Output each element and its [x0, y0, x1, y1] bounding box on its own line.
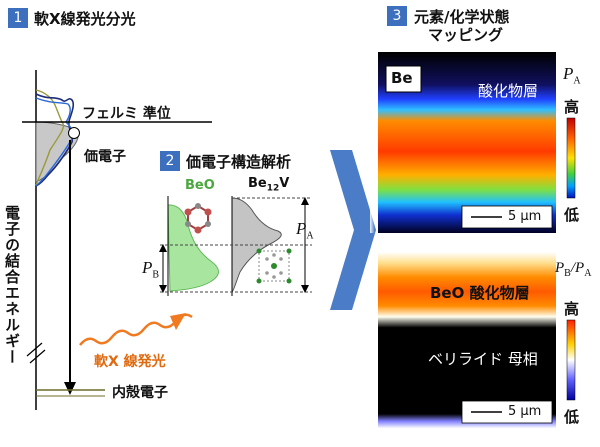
pb-label: PB — [142, 258, 159, 280]
step3-badge: 3 — [387, 6, 407, 26]
axis-break-1 — [26, 342, 43, 357]
pb-label-main: P — [142, 258, 153, 277]
be12v-label-suffix: V — [279, 176, 290, 191]
beo-molecule-icon — [184, 203, 212, 234]
beo-label: BeO — [185, 178, 215, 193]
be12v-label-main: Be — [248, 176, 267, 191]
beryllide-matrix-label: ベリライド 母相 — [428, 350, 538, 368]
step2-title: 価電子構造解析 — [186, 153, 292, 171]
pa-colorbar-title-sub: A — [573, 75, 581, 87]
pb-colorbar-title-main: P — [555, 260, 565, 276]
step3-title-line1: 元素/化学状態 — [414, 8, 510, 26]
step2-badge: 2 — [160, 151, 180, 171]
valence-label: 価電子 — [84, 149, 126, 165]
energy-axis-label: 電子の結合エネルギー — [3, 205, 21, 365]
valence-hole — [68, 127, 80, 139]
pb-colorbar-title-sub1: B — [564, 268, 571, 279]
be12v-label-sub: 12 — [266, 183, 280, 194]
pa-scale-label: 5 μm — [508, 209, 542, 224]
step3-title-line2: マッピング — [428, 26, 504, 44]
spectrum-navy — [35, 93, 75, 187]
pa-colorbar — [566, 117, 576, 199]
pa-high-label: 高 — [564, 98, 580, 116]
step1-badge: 1 — [8, 8, 28, 28]
axis-break-2 — [29, 349, 46, 364]
pa-arrow-head-up — [301, 197, 309, 205]
be-label-box — [385, 65, 422, 93]
beo-oxide-layer-label: BeO 酸化物層 — [430, 284, 530, 302]
emission-label: 軟X 線発光 — [94, 354, 166, 370]
pb-map-fade — [370, 252, 430, 432]
pa-label: PA — [296, 219, 314, 241]
pa-map-scale-box — [461, 205, 553, 229]
pa-colorbar-title: PA — [563, 64, 581, 86]
pa-label-sub: A — [306, 230, 314, 242]
be12v-crystal-icon — [256, 248, 292, 284]
pb-arrow-head-down — [159, 285, 167, 293]
pb-colorbar-title-slash: /P — [570, 260, 585, 276]
beo-curve — [167, 204, 219, 292]
transition-arrow-head — [64, 382, 76, 395]
pa-low-label: 低 — [564, 206, 580, 224]
pb-arrow-head-up — [159, 244, 167, 252]
pb-colorbar-title: PB/PA — [555, 260, 591, 279]
core-label: 内殻電子 — [112, 385, 168, 401]
step1-title: 軟X線発光分光 — [34, 10, 136, 28]
pa-colorbar-title-main: P — [563, 64, 574, 83]
pb-colorbar — [566, 319, 576, 401]
be12v-label: Be12V — [248, 176, 289, 194]
pb-map-scale-box — [461, 400, 553, 424]
pa-label-main: P — [296, 219, 307, 238]
pb-label-sub: B — [152, 269, 160, 281]
oxide-layer-label: 酸化物層 — [478, 82, 539, 100]
pb-scale-label: 5 μm — [508, 404, 542, 419]
pa-arrow-head-down — [301, 285, 309, 293]
pb-low-label: 低 — [564, 408, 580, 426]
pb-colorbar-title-sub2: A — [584, 268, 592, 279]
emission-arrow-head — [170, 313, 186, 330]
be-label: Be — [391, 69, 413, 87]
fermi-label: フェルミ 準位 — [82, 106, 171, 122]
pb-high-label: 高 — [564, 300, 580, 318]
